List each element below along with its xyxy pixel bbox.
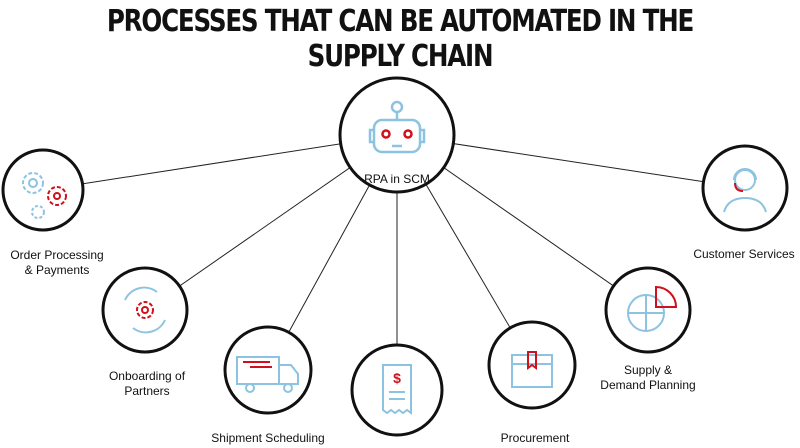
node-onboarding xyxy=(101,266,189,354)
truck-icon xyxy=(236,356,299,393)
headset-agent-icon xyxy=(723,168,767,213)
connector-line xyxy=(42,134,398,191)
connector-line xyxy=(396,134,746,189)
gears-icon xyxy=(22,172,67,219)
label-line: Demand Planning xyxy=(600,378,696,392)
puzzle-icon xyxy=(627,285,678,332)
label-onboarding: Onboarding of Partners xyxy=(77,369,217,399)
label-line: Order Processing xyxy=(10,248,104,262)
center-node xyxy=(338,76,456,194)
label-line: Supply & xyxy=(623,363,673,377)
center-label: RPA in SCM xyxy=(364,172,430,186)
label-supply-demand: Supply & Demand Planning xyxy=(578,363,718,393)
cycle-gear-icon xyxy=(124,286,166,334)
label-line: Onboarding of xyxy=(108,369,186,383)
invoice-receipt-icon: $ xyxy=(382,364,412,415)
label-line: Partners xyxy=(124,384,170,398)
label-line: & Payments xyxy=(24,263,90,277)
node-invoicing xyxy=(350,343,444,437)
package-box-icon xyxy=(511,351,553,388)
label-shipment: Shipment Scheduling xyxy=(211,431,325,445)
svg-text:$: $ xyxy=(393,370,401,386)
label-customer-services: Customer Services xyxy=(693,247,795,261)
node-order-processing xyxy=(1,148,85,232)
label-procurement: Procurement xyxy=(500,431,570,445)
node-customer-services xyxy=(701,144,789,232)
robot-icon xyxy=(368,100,426,154)
page-title: PROCESSES THAT CAN BE AUTOMATED IN THE S… xyxy=(106,4,694,74)
node-supply-demand xyxy=(604,266,692,354)
label-order-processing: Order Processing & Payments xyxy=(0,248,127,278)
